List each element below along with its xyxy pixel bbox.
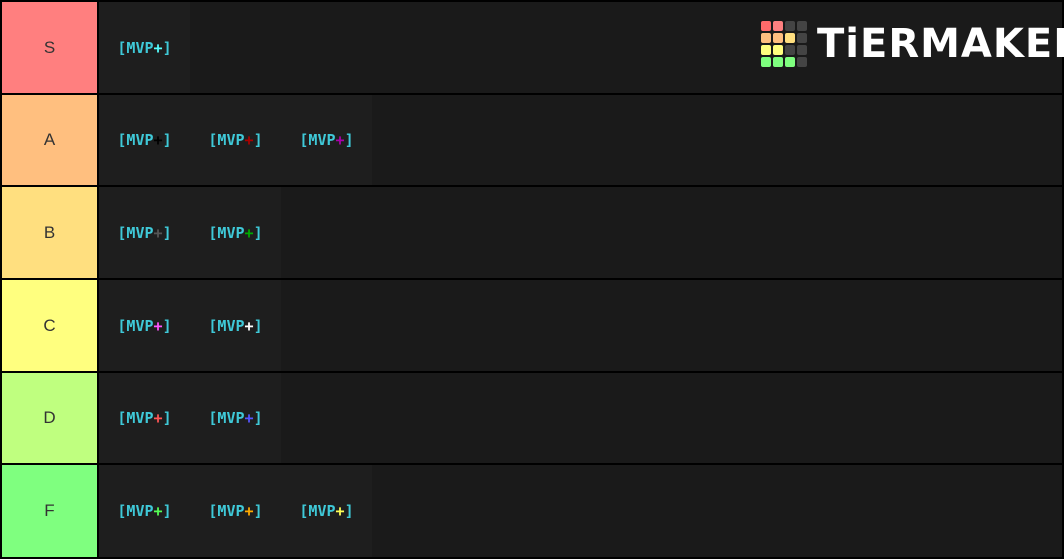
logo-grid-cell bbox=[785, 57, 795, 67]
tier-label-a[interactable]: A bbox=[2, 95, 97, 185]
rank-bracket-text: ] bbox=[253, 316, 263, 335]
rank-item[interactable]: [MVP+] bbox=[281, 95, 372, 185]
rank-plus-text: + bbox=[244, 502, 254, 520]
rank-item[interactable]: [MVP+] bbox=[99, 373, 190, 463]
rank-bracket-text: ] bbox=[162, 131, 172, 149]
rank-plus-text: + bbox=[153, 502, 163, 520]
rank-plus-text: + bbox=[153, 223, 163, 242]
rank-item[interactable]: [MVP+] bbox=[99, 465, 190, 557]
logo-grid-cell bbox=[761, 45, 771, 55]
rank-item[interactable]: [MVP+] bbox=[190, 95, 281, 185]
rank-bracket-text: ] bbox=[162, 223, 172, 242]
rank-item[interactable]: [MVP+] bbox=[190, 465, 281, 557]
rank-plus-text: + bbox=[153, 38, 163, 57]
rank-bracket-text: ] bbox=[344, 131, 354, 149]
logo-grid-cell bbox=[761, 57, 771, 67]
tier-items-c[interactable]: [MVP+][MVP+] bbox=[99, 280, 1062, 371]
tiermaker-logo: TiERMAKER bbox=[761, 20, 1064, 68]
tier-label-c[interactable]: C bbox=[2, 280, 97, 371]
logo-grid-icon bbox=[761, 21, 807, 67]
logo-grid-cell bbox=[797, 57, 807, 67]
logo-grid-cell bbox=[797, 33, 807, 43]
rank-plus-text: + bbox=[244, 409, 254, 427]
rank-tag-text: [MVP bbox=[299, 131, 336, 149]
rank-bracket-text: ] bbox=[344, 502, 354, 520]
tier-items-s[interactable]: [MVP+] bbox=[99, 2, 1062, 93]
logo-grid-cell bbox=[797, 45, 807, 55]
rank-bracket-text: ] bbox=[253, 131, 263, 149]
tier-row-d: D [MVP+][MVP+] bbox=[0, 373, 1064, 463]
rank-item[interactable]: [MVP+] bbox=[190, 187, 281, 278]
rank-tag-text: [MVP bbox=[208, 409, 245, 427]
rank-item[interactable]: [MVP+] bbox=[190, 280, 281, 371]
tier-label-d[interactable]: D bbox=[2, 373, 97, 463]
tier-row-b: B [MVP+][MVP+] bbox=[0, 187, 1064, 278]
logo-grid-cell bbox=[785, 45, 795, 55]
rank-plus-text: + bbox=[335, 502, 345, 520]
logo-grid-cell bbox=[773, 45, 783, 55]
rank-bracket-text: ] bbox=[162, 409, 172, 427]
rank-tag-text: [MVP bbox=[208, 223, 245, 242]
rank-tag-text: [MVP bbox=[117, 38, 154, 57]
logo-text: TiERMAKER bbox=[817, 21, 1064, 67]
tier-items-b[interactable]: [MVP+][MVP+] bbox=[99, 187, 1062, 278]
rank-item[interactable]: [MVP+] bbox=[281, 465, 372, 557]
tier-items-a[interactable]: [MVP+][MVP+][MVP+] bbox=[99, 95, 1062, 185]
tier-row-f: F [MVP+][MVP+][MVP+] bbox=[0, 465, 1064, 557]
tier-items-f[interactable]: [MVP+][MVP+][MVP+] bbox=[99, 465, 1062, 557]
rank-bracket-text: ] bbox=[162, 502, 172, 520]
rank-bracket-text: ] bbox=[162, 38, 172, 57]
rank-plus-text: + bbox=[335, 131, 345, 149]
rank-tag-text: [MVP bbox=[117, 502, 154, 520]
logo-grid-cell bbox=[773, 21, 783, 31]
rank-tag-text: [MVP bbox=[117, 223, 154, 242]
rank-tag-text: [MVP bbox=[117, 409, 154, 427]
rank-bracket-text: ] bbox=[162, 316, 172, 335]
rank-tag-text: [MVP bbox=[117, 316, 154, 335]
tier-label-f[interactable]: F bbox=[2, 465, 97, 557]
logo-grid-cell bbox=[761, 33, 771, 43]
rank-plus-text: + bbox=[153, 131, 163, 149]
rank-plus-text: + bbox=[153, 409, 163, 427]
tier-items-d[interactable]: [MVP+][MVP+] bbox=[99, 373, 1062, 463]
rank-item[interactable]: [MVP+] bbox=[190, 373, 281, 463]
rank-item[interactable]: [MVP+] bbox=[99, 280, 190, 371]
logo-grid-cell bbox=[785, 21, 795, 31]
rank-plus-text: + bbox=[244, 316, 254, 335]
rank-tag-text: [MVP bbox=[117, 131, 154, 149]
rank-plus-text: + bbox=[153, 316, 163, 335]
rank-bracket-text: ] bbox=[253, 223, 263, 242]
tier-row-a: A [MVP+][MVP+][MVP+] bbox=[0, 95, 1064, 185]
logo-grid-cell bbox=[797, 21, 807, 31]
rank-plus-text: + bbox=[244, 223, 254, 242]
rank-bracket-text: ] bbox=[253, 502, 263, 520]
rank-tag-text: [MVP bbox=[299, 502, 336, 520]
tier-label-s[interactable]: S bbox=[2, 2, 97, 93]
rank-plus-text: + bbox=[244, 131, 254, 149]
tier-row-c: C [MVP+][MVP+] bbox=[0, 280, 1064, 371]
rank-item[interactable]: [MVP+] bbox=[99, 2, 190, 93]
rank-item[interactable]: [MVP+] bbox=[99, 187, 190, 278]
logo-grid-cell bbox=[773, 33, 783, 43]
logo-grid-cell bbox=[773, 57, 783, 67]
logo-grid-cell bbox=[785, 33, 795, 43]
rank-tag-text: [MVP bbox=[208, 316, 245, 335]
tier-row-s: S [MVP+] bbox=[0, 2, 1064, 93]
rank-item[interactable]: [MVP+] bbox=[99, 95, 190, 185]
rank-bracket-text: ] bbox=[253, 409, 263, 427]
tier-label-b[interactable]: B bbox=[2, 187, 97, 278]
rank-tag-text: [MVP bbox=[208, 502, 245, 520]
logo-grid-cell bbox=[761, 21, 771, 31]
rank-tag-text: [MVP bbox=[208, 131, 245, 149]
